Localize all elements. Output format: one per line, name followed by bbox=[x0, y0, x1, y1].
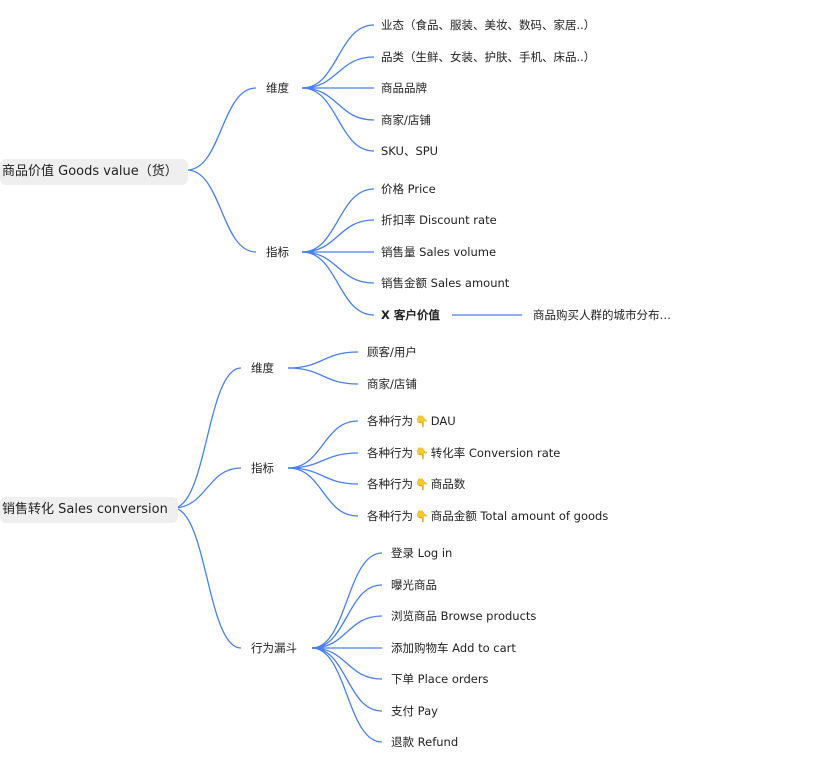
funnel-item-add-cart[interactable]: 添加购物车 Add to cart bbox=[391, 641, 516, 655]
link-root1-dim bbox=[186, 87, 257, 171]
metric-pre: 各种行为 bbox=[367, 414, 413, 428]
metric-post: 商品数 bbox=[430, 477, 466, 491]
link-metric1-item-4 bbox=[301, 251, 375, 316]
metric-item-goods-count[interactable]: 各种行为👇商品数 bbox=[367, 475, 465, 494]
funnel-item-exposure[interactable]: 曝光商品 bbox=[391, 578, 437, 592]
link-metric1-item-1 bbox=[301, 219, 375, 253]
pointing-hand-icon: 👇 bbox=[415, 415, 429, 428]
link-metric2-item-3 bbox=[287, 467, 359, 517]
link-root2-dim bbox=[172, 367, 242, 509]
metric-item-volume[interactable]: 销售量 Sales volume bbox=[381, 245, 497, 259]
link-root2-metric bbox=[172, 467, 242, 509]
metric-item-goods-amount[interactable]: 各种行为👇商品金额 Total amount of goods bbox=[367, 507, 608, 526]
funnel-item-login[interactable]: 登录 Log in bbox=[391, 546, 453, 560]
link-metric2-item-1 bbox=[287, 452, 359, 469]
funnel-item-pay[interactable]: 支付 Pay bbox=[391, 704, 438, 718]
metric-item-amount[interactable]: 销售金额 Sales amount bbox=[381, 276, 510, 290]
link-funnel-item-4 bbox=[311, 647, 383, 680]
pointing-hand-icon: 👇 bbox=[415, 478, 429, 491]
funnel-item-order[interactable]: 下单 Place orders bbox=[391, 672, 489, 686]
metric-pre: 各种行为 bbox=[367, 509, 413, 523]
link-root1-metric bbox=[186, 169, 257, 253]
link-funnel-item-6 bbox=[311, 647, 383, 743]
dimension-item-merchant[interactable]: 商家/店铺 bbox=[381, 113, 431, 127]
link-metric2-item-0 bbox=[287, 420, 359, 469]
dimension-item-format[interactable]: 业态（食品、服装、美妆、数码、家居..） bbox=[381, 18, 596, 32]
pointing-hand-icon: 👇 bbox=[415, 510, 429, 523]
customer-value-child[interactable]: 商品购买人群的城市分布… bbox=[533, 308, 671, 322]
branch-dimension-1[interactable]: 维度 bbox=[266, 81, 289, 95]
branch-dimension-2[interactable]: 维度 bbox=[251, 361, 274, 375]
link-dim1-item-3 bbox=[301, 87, 375, 121]
metric-pre: 各种行为 bbox=[367, 477, 413, 491]
link-dim1-item-0 bbox=[301, 24, 375, 89]
dimension-item-merchant-2[interactable]: 商家/店铺 bbox=[367, 377, 417, 391]
link-funnel-item-0 bbox=[311, 552, 383, 649]
metric-pre: 各种行为 bbox=[367, 446, 413, 460]
link-metric2-item-2 bbox=[287, 467, 359, 485]
funnel-item-browse[interactable]: 浏览商品 Browse products bbox=[391, 609, 537, 623]
link-metric1-item-0 bbox=[301, 188, 375, 253]
metric-post: 商品金额 Total amount of goods bbox=[430, 509, 609, 523]
link-funnel-item-2 bbox=[311, 615, 383, 649]
metric-post: DAU bbox=[430, 414, 456, 428]
metric-item-discount[interactable]: 折扣率 Discount rate bbox=[381, 213, 497, 227]
metric-item-customer-value[interactable]: X 客户价值 bbox=[381, 308, 440, 322]
metric-post: 转化率 Conversion rate bbox=[430, 446, 561, 460]
dimension-item-customer[interactable]: 顾客/用户 bbox=[367, 345, 417, 359]
link-funnel-item-1 bbox=[311, 584, 383, 649]
dimension-item-brand[interactable]: 商品品牌 bbox=[381, 81, 427, 95]
dimension-item-category[interactable]: 品类（生鲜、女装、护肤、手机、床品..） bbox=[381, 50, 596, 64]
link-funnel-item-5 bbox=[311, 647, 383, 712]
branch-funnel[interactable]: 行为漏斗 bbox=[251, 641, 297, 655]
branch-metric-2[interactable]: 指标 bbox=[251, 461, 274, 475]
root-sales-conversion[interactable]: 销售转化 Sales conversion bbox=[0, 497, 178, 523]
link-root2-funnel bbox=[172, 507, 242, 649]
link-dim1-item-4 bbox=[301, 87, 375, 152]
link-dim1-item-1 bbox=[301, 56, 375, 89]
link-dim2-item-1 bbox=[287, 367, 359, 385]
funnel-item-refund[interactable]: 退款 Refund bbox=[391, 735, 459, 749]
link-metric1-item-3 bbox=[301, 251, 375, 284]
pointing-hand-icon: 👇 bbox=[415, 447, 429, 460]
branch-metric-1[interactable]: 指标 bbox=[266, 245, 289, 259]
metric-item-price[interactable]: 价格 Price bbox=[381, 182, 436, 196]
root-goods-value[interactable]: 商品价值 Goods value（货） bbox=[0, 159, 188, 185]
dimension-item-sku[interactable]: SKU、SPU bbox=[381, 144, 439, 158]
link-dim2-item-0 bbox=[287, 351, 359, 369]
metric-item-dau[interactable]: 各种行为👇DAU bbox=[367, 412, 456, 431]
metric-item-conversion[interactable]: 各种行为👇转化率 Conversion rate bbox=[367, 444, 560, 463]
